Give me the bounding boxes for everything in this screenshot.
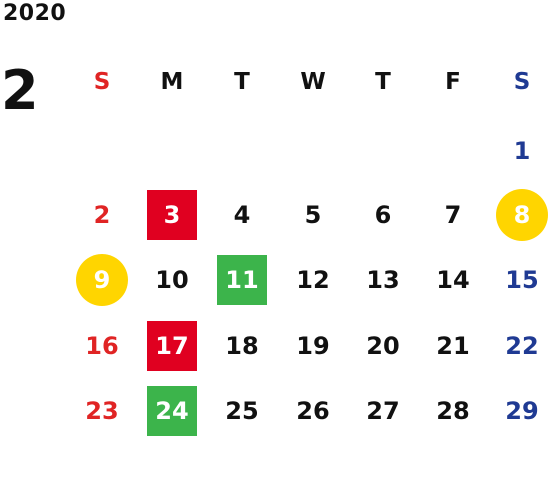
day-cell[interactable]: 25	[225, 397, 259, 425]
day-cell[interactable]: 13	[366, 266, 400, 294]
day-cell[interactable]: 3	[147, 190, 197, 240]
day-cell[interactable]: 17	[147, 321, 197, 371]
day-cell[interactable]: 14	[436, 266, 470, 294]
day-cell[interactable]: 16	[85, 332, 119, 360]
day-cell[interactable]: 1	[513, 137, 531, 165]
day-cell[interactable]: 24	[147, 386, 197, 436]
day-cell[interactable]: 21	[436, 332, 470, 360]
day-cell[interactable]: 8	[496, 189, 548, 241]
day-cell[interactable]: 23	[85, 397, 119, 425]
day-cell[interactable]: 19	[296, 332, 330, 360]
day-cell[interactable]: 22	[505, 332, 539, 360]
weekday-header: F	[445, 69, 461, 95]
day-cell[interactable]: 4	[233, 201, 251, 229]
year-label: 2020	[3, 1, 67, 26]
day-cell[interactable]: 29	[505, 397, 539, 425]
day-cell[interactable]: 7	[444, 201, 462, 229]
weekday-header: T	[234, 69, 250, 95]
day-cell[interactable]: 18	[225, 332, 259, 360]
day-cell[interactable]: 5	[304, 201, 322, 229]
weekday-header: M	[160, 69, 184, 95]
weekday-header: S	[513, 69, 531, 95]
day-cell[interactable]: 26	[296, 397, 330, 425]
weekday-header: W	[300, 69, 326, 95]
day-cell[interactable]: 10	[155, 266, 189, 294]
day-cell[interactable]: 2	[93, 201, 111, 229]
day-cell[interactable]: 20	[366, 332, 400, 360]
day-cell[interactable]: 9	[76, 254, 128, 306]
day-cell[interactable]: 11	[217, 255, 267, 305]
day-cell[interactable]: 15	[505, 266, 539, 294]
day-cell[interactable]: 6	[374, 201, 392, 229]
weekday-header: S	[93, 69, 111, 95]
day-cell[interactable]: 27	[366, 397, 400, 425]
day-cell[interactable]: 12	[296, 266, 330, 294]
month-label: 2	[1, 59, 39, 122]
weekday-header: T	[375, 69, 391, 95]
day-cell[interactable]: 28	[436, 397, 470, 425]
